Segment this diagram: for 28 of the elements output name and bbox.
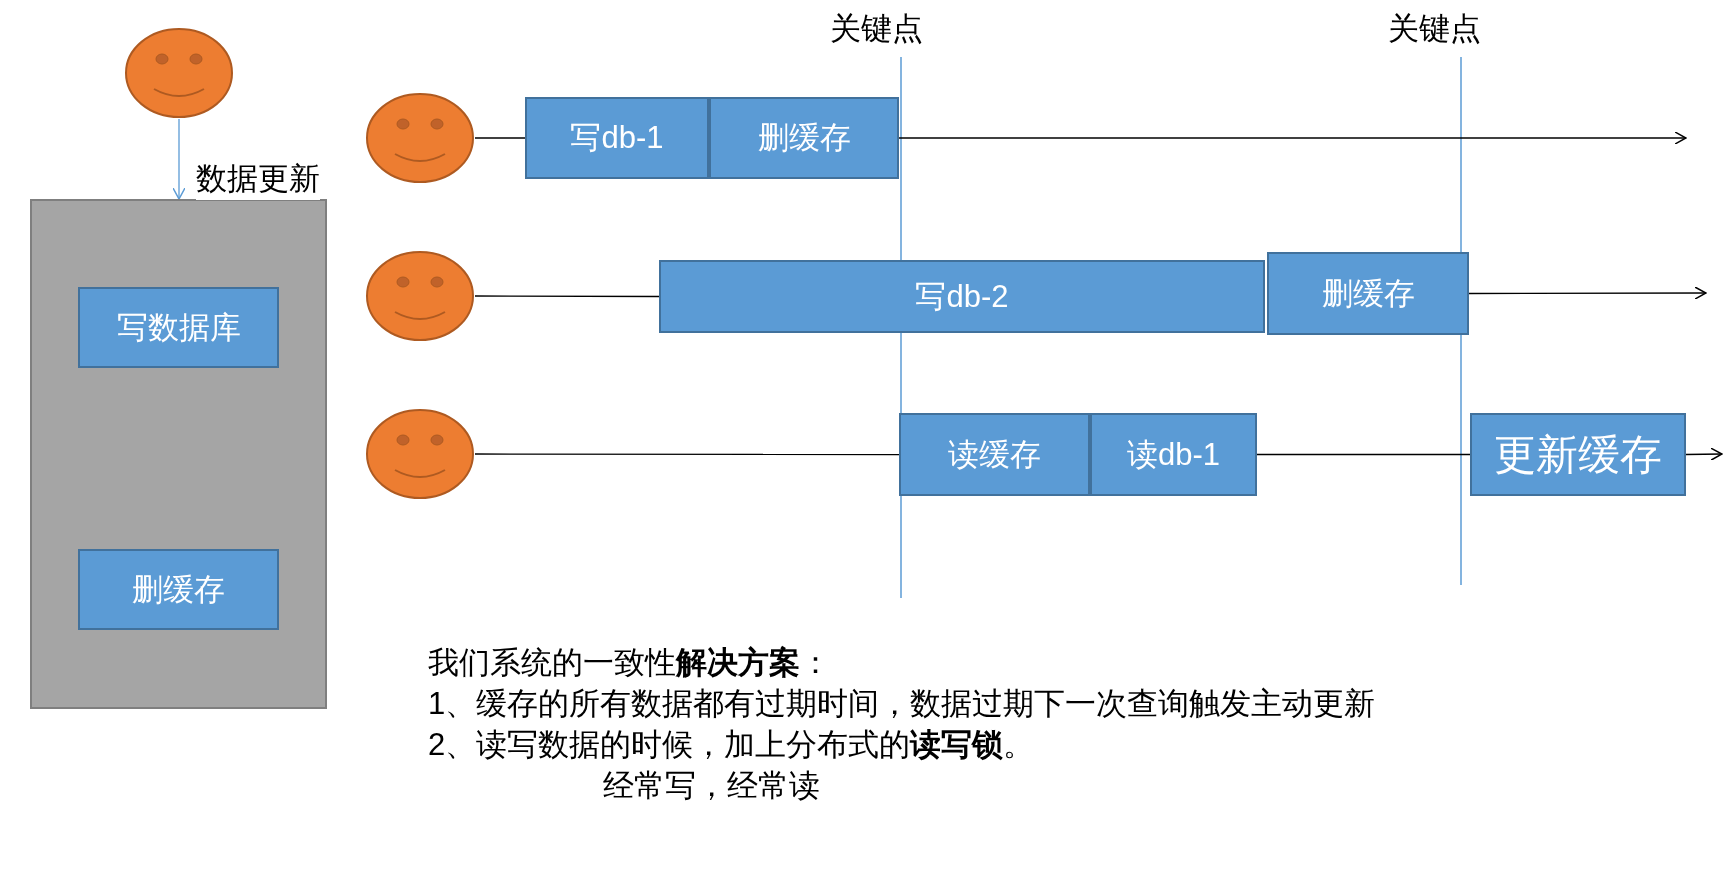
note-text: 我们系统的一致性解决方案： xyxy=(428,644,831,682)
process-box: 写db-2 xyxy=(659,260,1265,333)
note-text: 经常写，经常读 xyxy=(603,767,820,805)
process-box: 写db-1 xyxy=(525,97,709,179)
connector-line xyxy=(1256,453,1471,456)
smiley-face-drawing xyxy=(124,27,234,119)
connector-line xyxy=(474,453,900,456)
arrow xyxy=(898,131,1687,145)
arrow xyxy=(1685,447,1723,461)
process-box: 删缓存 xyxy=(78,549,279,630)
process-box: 删缓存 xyxy=(1267,252,1469,335)
process-box: 删缓存 xyxy=(709,97,899,179)
group-panel xyxy=(30,199,327,709)
note-text: 2、读写数据的时候，加上分布式的读写锁。 xyxy=(428,726,1035,764)
process-box: 读db-1 xyxy=(1090,413,1257,496)
connector-line xyxy=(474,137,526,139)
connector-line xyxy=(474,295,660,298)
smiley-face-drawing xyxy=(365,92,475,184)
key-point-label: 关键点 xyxy=(829,10,923,48)
note-text: 1、缓存的所有数据都有过期时间，数据过期下一次查询触发主动更新 xyxy=(428,685,1376,723)
smiley-face-drawing xyxy=(365,250,475,342)
arrow xyxy=(1468,286,1707,300)
process-box: 读缓存 xyxy=(899,413,1090,496)
process-box: 更新缓存 xyxy=(1470,413,1686,496)
smiley-face-drawing xyxy=(365,408,475,500)
process-box: 写数据库 xyxy=(78,287,279,368)
key-point-label: 关键点 xyxy=(1387,10,1481,48)
arrow xyxy=(172,118,186,200)
